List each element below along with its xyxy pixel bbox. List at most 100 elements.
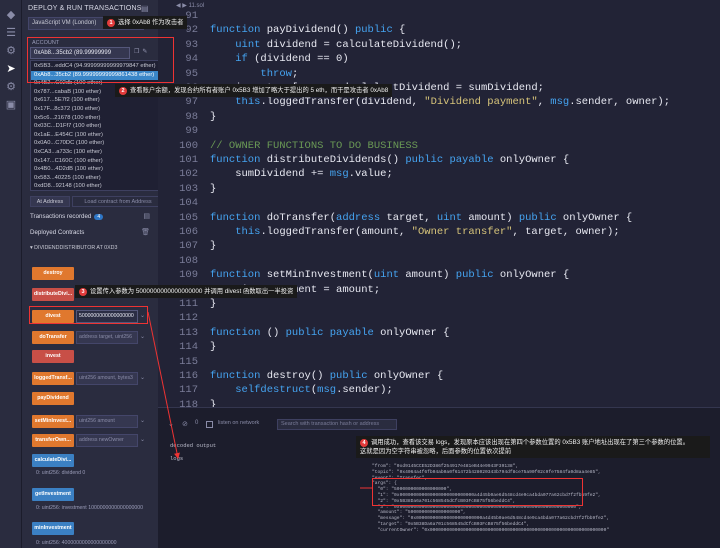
function-button[interactable]: doTransfer	[32, 331, 74, 344]
edit-icon[interactable]: ✎	[142, 49, 151, 55]
load-contract-button[interactable]: Load contract from Address	[72, 196, 158, 207]
account-option[interactable]: 0x5B3...eddC4 (94.99999999999979847 ethe…	[34, 63, 156, 69]
function-button[interactable]: loggedTransf...	[32, 372, 74, 385]
code-line: function payDividend() public {	[210, 24, 405, 36]
account-option[interactable]: 0xdD8...92148 (100 ether)	[34, 183, 102, 190]
account-dropdown[interactable]: 0x5B3...eddC4 (94.99999999999979847 ethe…	[30, 60, 158, 191]
annotation-2-number: 2	[119, 87, 127, 95]
code-token: dividend = calculateDividend();	[266, 38, 463, 51]
log-line: "amount": "5000000000000000000",	[372, 510, 466, 516]
clear-icon[interactable]: ⊘	[182, 421, 188, 428]
log-line: "topic": "0x4064a4f6fb04ab0a0f61472b4280…	[372, 469, 601, 475]
expand-chevron-icon[interactable]: ⌄	[140, 418, 146, 424]
function-input[interactable]: 5000000000000000000	[76, 310, 138, 323]
account-option[interactable]: 0x583...40225 (100 ether)	[34, 174, 101, 181]
function-button[interactable]: minInvestment	[32, 522, 74, 535]
code-line: }	[210, 341, 216, 353]
code-token: public	[518, 211, 563, 224]
account-option[interactable]: 0x17F...8c372 (100 ether)	[34, 106, 101, 112]
plugin-manager-icon[interactable]: ▣	[5, 99, 17, 111]
function-input[interactable]: address newOwner	[76, 434, 138, 447]
account-option[interactable]: 0x1aE...E454C (100 ether)	[34, 131, 103, 138]
function-row: distributeDivi...	[32, 288, 144, 301]
log-line: "from": "0xd9145CCE52D386f254917e481eB44…	[372, 464, 519, 469]
account-option[interactable]: 0x4B2...C02db (100 ether)	[34, 80, 103, 87]
function-button[interactable]: destroy	[32, 267, 74, 280]
code-line: function () public payable onlyOwner {	[210, 327, 449, 339]
code-token: destroy()	[266, 370, 330, 382]
annotation-4-number: 4	[360, 439, 368, 447]
code-line: }	[210, 399, 216, 411]
highlight-logs	[372, 478, 583, 506]
code-token	[210, 96, 235, 108]
account-option[interactable]: 0xAb8...35cb2 (89.99999999999861438 ethe…	[31, 70, 158, 80]
line-number: 99	[185, 125, 198, 138]
line-number: 112	[179, 312, 198, 325]
function-button[interactable]: payDividend	[32, 392, 74, 405]
account-option[interactable]: 0x03C...D1Ff7 (100 ether)	[34, 123, 102, 130]
code-token: ;	[291, 67, 299, 80]
file-explorer-icon[interactable]: ☰	[6, 27, 16, 39]
code-line: function distributeDividends() public pa…	[210, 154, 569, 166]
contract-header[interactable]: ▾ DIVIDENDDISTRIBUTOR AT 0XD3	[30, 245, 118, 251]
at-address-button[interactable]: At Address	[30, 196, 70, 207]
function-button[interactable]: divest	[32, 310, 74, 323]
account-option[interactable]: 0x4B0...4D2dB (100 ether)	[34, 166, 103, 173]
function-button[interactable]: getInvestment	[32, 488, 74, 501]
line-number: 114	[179, 341, 198, 354]
trash-icon[interactable]: 🗑	[141, 229, 150, 236]
account-option[interactable]: 0x787...cabaB (100 ether)	[34, 88, 102, 95]
expand-chevron-icon[interactable]: ⌄	[140, 437, 146, 443]
file-tab-label: 11.sol	[188, 3, 205, 9]
logo-icon[interactable]: ◆	[6, 9, 16, 21]
line-number: 116	[179, 370, 198, 382]
code-line: this.loggedTransfer(amount, "Owner trans…	[210, 226, 619, 238]
deploy-icon[interactable]: ➤	[6, 63, 16, 75]
transactions-label: Transactions recorded	[30, 213, 92, 220]
code-line: uint dividend = calculateDividend();	[210, 39, 462, 51]
code-editor[interactable]	[158, 0, 720, 407]
function-button[interactable]: setMinInvest...	[32, 415, 74, 428]
code-token: msg	[317, 384, 337, 397]
function-input[interactable]: uint256 amount, bytes3	[76, 372, 138, 385]
code-token: msg	[550, 96, 570, 109]
code-line: }	[210, 240, 216, 252]
code-token	[210, 226, 235, 238]
line-number: 100	[179, 139, 198, 152]
code-token: target,	[386, 211, 437, 224]
function-row: destroy	[32, 267, 144, 280]
function-input[interactable]: uint256 amount	[76, 415, 138, 428]
account-tools: ❐✎	[134, 48, 150, 55]
function-button[interactable]: transferOwn...	[32, 434, 74, 447]
terminal-search-input[interactable]: Search with transaction hash or address	[277, 419, 397, 430]
panel-menu-icon[interactable]: ▤	[141, 4, 149, 13]
account-select[interactable]: 0xAb8...35cb2 (89.99999999	[30, 47, 130, 59]
expand-chevron-icon[interactable]: ⌄	[140, 313, 146, 319]
function-input[interactable]: address target, uint256	[76, 331, 138, 344]
listen-checkbox[interactable]	[206, 421, 213, 428]
collapse-icon[interactable]: ⌄	[168, 421, 174, 428]
function-button[interactable]: calculateDivi...	[32, 454, 74, 467]
account-option[interactable]: 0xCA3...a733c (100 ether)	[34, 149, 102, 155]
function-button[interactable]: distributeDivi...	[32, 288, 74, 301]
function-button[interactable]: invest	[32, 350, 74, 363]
account-option[interactable]: 0x5c6...21678 (100 ether)	[34, 114, 101, 121]
code-token: public payable	[285, 326, 381, 339]
debugger-icon[interactable]: ⚙	[6, 81, 16, 93]
log-line: "target": "0x5B38Da6a701c568545dCfcB03Fc…	[372, 522, 530, 527]
expand-chevron-icon[interactable]: ⌄	[140, 375, 146, 381]
account-option[interactable]: 0x147...C160C (100 ether)	[34, 157, 103, 164]
file-tab[interactable]: ◀ ▶ 11.sol	[176, 3, 205, 9]
code-line: throw;	[210, 68, 298, 80]
code-token: "Dividend payment"	[424, 96, 538, 109]
save-icon[interactable]: ▤	[143, 213, 150, 220]
compiler-icon[interactable]: ⚙	[6, 45, 16, 57]
expand-chevron-icon[interactable]: ⌄	[140, 334, 146, 340]
account-option[interactable]: 0x0A0...C70DC (100 ether)	[34, 140, 105, 147]
copy-icon[interactable]: ❐	[134, 49, 143, 55]
account-option[interactable]: 0x617...5E7f2 (100 ether)	[34, 97, 100, 104]
